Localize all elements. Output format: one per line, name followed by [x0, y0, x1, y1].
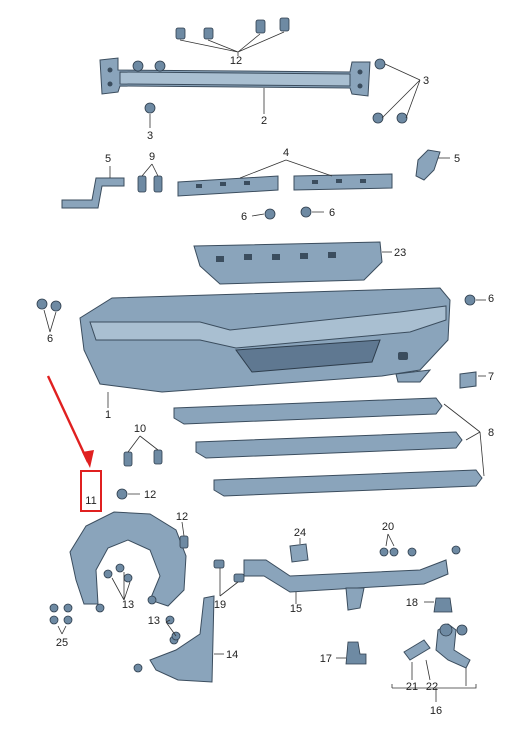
callout-17: 17: [320, 653, 332, 665]
trim-strip-2: [195, 431, 463, 459]
callout-18: 18: [406, 597, 418, 609]
callout-19: 19: [214, 599, 226, 611]
callout-16: 16: [430, 705, 442, 717]
highlight-arrow: [46, 375, 90, 463]
mudflap-14: [149, 595, 215, 683]
callout-6: 6: [488, 293, 494, 305]
callout-25: 25: [56, 637, 68, 649]
tow-eye-cover: [459, 371, 477, 389]
trim-strip-3: [213, 469, 483, 497]
socket-17: [345, 641, 367, 665]
clip-right: [464, 294, 476, 306]
bracket-24: [289, 543, 309, 563]
callout-14: 14: [226, 649, 238, 661]
bumper-cover: [79, 287, 451, 393]
callout-13: 13: [122, 599, 134, 611]
callout-8: 8: [488, 427, 494, 439]
side-bracket-left: [61, 177, 125, 209]
callout-23: 23: [394, 247, 406, 259]
callout-6: 6: [47, 333, 53, 345]
callout-12: 12: [230, 55, 242, 67]
callout-5: 5: [105, 153, 111, 165]
callout-12: 12: [176, 511, 188, 523]
cap-18: [433, 597, 453, 613]
side-bracket-right: [415, 149, 441, 181]
callout-3: 3: [147, 130, 153, 142]
callout-24: 24: [294, 527, 306, 539]
trim-strip-1: [173, 397, 443, 425]
caps-20: [379, 547, 399, 557]
callout-5: 5: [454, 153, 460, 165]
callout-9: 9: [149, 151, 155, 163]
bumper-reinforcement-bar: [99, 57, 371, 97]
clips-10: [123, 449, 163, 467]
callout-13: 13: [148, 615, 160, 627]
callout-22: 22: [426, 681, 438, 693]
callout-4: 4: [283, 147, 289, 159]
liner-bolts: [95, 488, 179, 645]
callout-6: 6: [241, 211, 247, 223]
callout-2: 2: [261, 115, 267, 127]
impact-absorber: [193, 241, 383, 285]
callout-10: 10: [134, 423, 146, 435]
callout-21: 21: [406, 681, 418, 693]
callout-1: 1: [105, 409, 111, 421]
callout-7: 7: [488, 371, 494, 383]
callout-11: 11: [85, 495, 96, 507]
wheel-housing-liner: [69, 511, 187, 607]
callout-labels: 12 3 2 3 5 9 4 5 6 6 23 6 6 7 1 8 10 11 …: [47, 55, 494, 717]
callout-12: 12: [144, 489, 156, 501]
clip-12: [179, 535, 189, 549]
clip-set: [137, 175, 163, 193]
clips-left: [36, 298, 62, 312]
callout-20: 20: [382, 521, 394, 533]
bolts-19: [213, 559, 245, 583]
bolts-13-lower: [165, 615, 181, 641]
bar-bolts: [132, 58, 408, 124]
highlight-box: [80, 470, 102, 512]
guide-profile-right: [293, 173, 393, 191]
nuts-row-2: [264, 206, 312, 220]
screws-top-row: [175, 17, 290, 40]
carrier-15: [243, 545, 461, 611]
tow-ball-16: [403, 623, 471, 669]
clips-25: [49, 603, 73, 625]
callout-6: 6: [329, 207, 335, 219]
callout-3: 3: [423, 75, 429, 87]
callout-15: 15: [290, 603, 302, 615]
guide-profile-left: [177, 175, 279, 197]
